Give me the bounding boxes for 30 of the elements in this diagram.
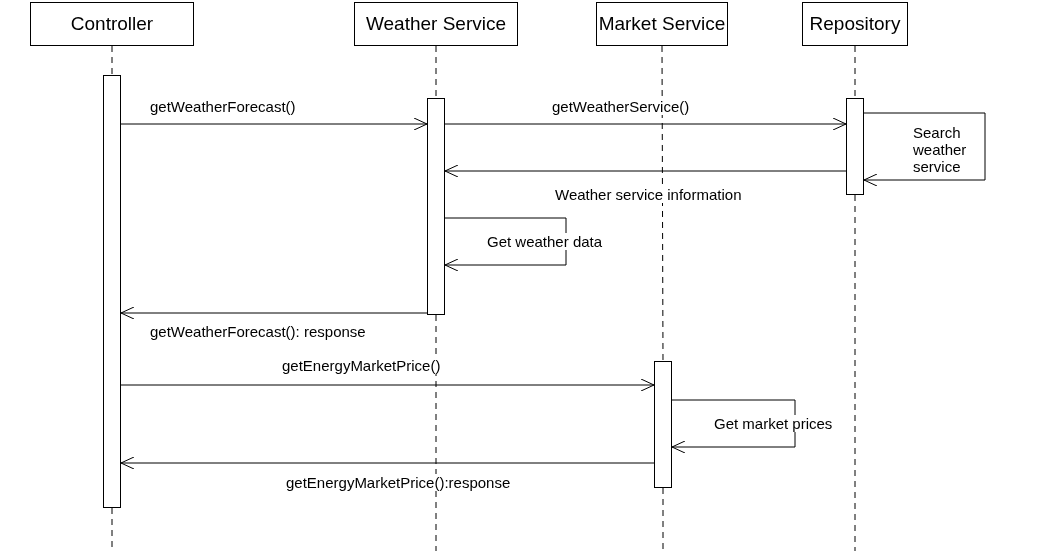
message-label: getEnergyMarketPrice():response: [286, 474, 511, 491]
message-arrow: [444, 117, 847, 131]
message-label: Search weather service: [913, 124, 968, 175]
message-arrow: [444, 217, 567, 272]
activation-bar: [654, 361, 672, 488]
message-label: getEnergyMarketPrice(): [282, 357, 441, 374]
message-arrow: [120, 117, 428, 131]
message-arrow: [120, 378, 655, 392]
message-label: getWeatherForecast(): [150, 98, 296, 115]
message-label: Get market prices: [714, 415, 833, 432]
activation-bar: [846, 98, 864, 195]
lifeline-header: Repository: [802, 2, 908, 46]
message-arrow: [120, 306, 428, 320]
lifeline-header: Weather Service: [354, 2, 518, 46]
lifeline: [661, 45, 664, 362]
message-label: getWeatherForecast(): response: [150, 323, 366, 340]
lifeline: [111, 45, 113, 76]
message-label: Get weather data: [487, 233, 603, 250]
message-arrow: [863, 112, 986, 187]
activation-bar: [103, 75, 121, 508]
activation-bar: [427, 98, 445, 315]
lifeline-header: Market Service: [596, 2, 728, 46]
message-arrow: [671, 399, 796, 454]
message-label: getWeatherService(): [552, 98, 690, 115]
lifeline: [435, 45, 437, 99]
message-label: Weather service information: [555, 186, 742, 203]
message-arrow: [444, 164, 847, 178]
lifeline: [854, 45, 856, 99]
message-arrow: [120, 456, 655, 470]
lifeline-header: Controller: [30, 2, 194, 46]
